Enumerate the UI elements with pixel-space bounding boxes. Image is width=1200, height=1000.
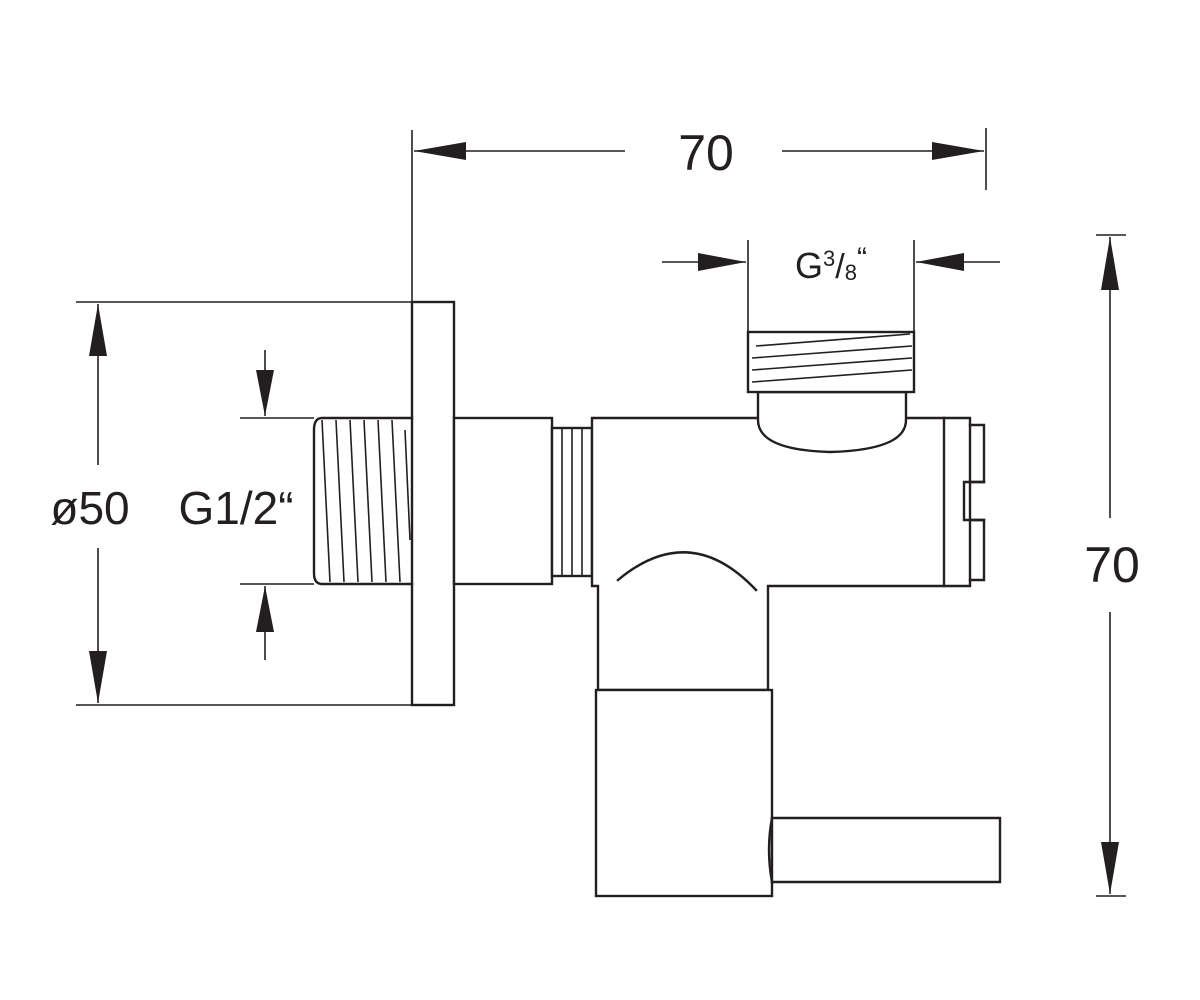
- arrow-down-icon: [1101, 842, 1119, 894]
- dim-height-right: [1101, 237, 1119, 894]
- height-dimension-label: 70: [1084, 537, 1140, 593]
- arrow-left-icon: [916, 253, 964, 271]
- dim-diameter: [89, 304, 107, 703]
- inlet-thread: [312, 416, 414, 586]
- arrow-down-icon: [89, 651, 107, 703]
- arrow-up-icon: [89, 304, 107, 356]
- arrow-left-icon: [414, 142, 466, 160]
- dim-outlet-thread: [662, 253, 1000, 271]
- outlet-thread-label: G3/8“: [795, 242, 867, 286]
- wall-flange: [410, 300, 456, 707]
- outlet-thread-denominator: 8: [845, 260, 857, 285]
- arrow-up-icon: [1101, 237, 1119, 290]
- dim-width-top: [414, 142, 984, 160]
- valve-neck: [452, 416, 594, 586]
- outlet-thread-slash: /: [835, 248, 845, 286]
- outlet-thread: [746, 330, 916, 454]
- inlet-thread-label: G1/2“: [178, 482, 293, 534]
- handle: [594, 688, 1002, 898]
- arrow-down-icon: [256, 370, 274, 416]
- width-dimension-label: 70: [678, 125, 734, 181]
- outlet-thread-suffix: “: [857, 242, 867, 275]
- arrow-right-icon: [932, 142, 984, 160]
- outlet-thread-prefix: G: [795, 245, 823, 286]
- outlet-thread-numerator: 3: [823, 246, 835, 271]
- extension-lines: [76, 128, 1126, 897]
- arrow-up-icon: [256, 586, 274, 632]
- arrow-right-icon: [698, 253, 746, 271]
- dim-inlet-thread: [256, 350, 274, 660]
- valve-body: [590, 416, 986, 692]
- diameter-dimension-label: ø50: [50, 482, 129, 534]
